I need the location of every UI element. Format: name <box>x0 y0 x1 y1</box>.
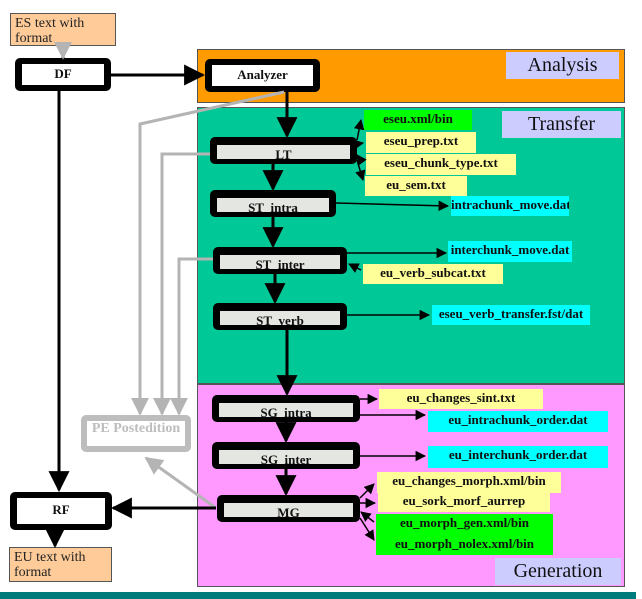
file-eseu-prep: eseu_prep.txt <box>366 132 476 153</box>
st-intra-label: ST_intra <box>217 198 329 212</box>
df-label: DF <box>22 64 104 85</box>
lt-file-link <box>352 139 365 150</box>
postedition-module: PE Postedition <box>81 415 191 452</box>
file-eu-intrachunk-order: eu_intrachunk_order.dat <box>428 411 608 432</box>
footer-bar <box>0 592 636 599</box>
mg-file-link <box>360 511 375 523</box>
rf-label: RF <box>17 498 105 524</box>
mg-label: MG <box>224 503 353 517</box>
mg-module[interactable]: MG <box>217 495 360 522</box>
file-eu-changes-morph: eu_changes_morph.xml/bin <box>377 472 561 493</box>
transfer-label: Transfer <box>502 111 621 138</box>
sg-intra-label: SG_intra <box>219 403 353 417</box>
rf-module[interactable]: RF <box>10 492 112 530</box>
st-intra-file-link <box>335 200 450 211</box>
analyzer-label: Analyzer <box>212 65 313 86</box>
mg-to-pe-line <box>144 456 217 510</box>
sg-inter-module[interactable]: SG_inter <box>212 442 360 469</box>
df-module[interactable]: DF <box>15 58 111 91</box>
file-intrachunk-move: intrachunk_move.dat <box>451 196 569 216</box>
sg-intra-module[interactable]: SG_intra <box>212 395 360 422</box>
file-eseu-chunk-type: eseu_chunk_type.txt <box>366 154 516 175</box>
file-eu-morph-gen: eu_morph_gen.xml/bin <box>376 514 553 535</box>
analyzer-module[interactable]: Analyzer <box>205 59 320 92</box>
file-eu-sem: eu_sem.txt <box>365 176 467 196</box>
mg-file-link <box>359 483 375 499</box>
file-eseu-xml-bin: eseu.xml/bin <box>364 110 472 130</box>
st-verb-label: ST_verb <box>220 311 340 325</box>
lt-module[interactable]: LT <box>210 137 357 164</box>
lt-file-link <box>356 154 367 166</box>
file-eu-sork-morf-aurrep: eu_sork_morf_aurrep <box>378 492 550 512</box>
lt-file-link <box>355 159 366 182</box>
lt-file-link <box>353 118 365 141</box>
mg-file-link <box>359 517 375 541</box>
analysis-label: Analysis <box>506 52 619 79</box>
st-inter-label: ST_inter <box>220 255 340 269</box>
sg-inter-label: SG_inter <box>219 450 353 464</box>
analyzer-to-pe-line <box>131 90 285 416</box>
postedition-feedback-lines <box>131 90 285 510</box>
file-interchunk-move: interchunk_move.dat <box>448 241 572 262</box>
file-eu-verb-subcat: eu_verb_subcat.txt <box>363 264 503 284</box>
lt-label: LT <box>217 145 350 159</box>
st-inter-to-pe-line <box>170 257 213 416</box>
main-flow-lines <box>44 41 298 549</box>
file-eu-changes-sint: eu_changes_sint.txt <box>379 389 543 409</box>
input-text-box: ES text with format <box>10 13 116 46</box>
file-eseu-verb-transfer: eseu_verb_transfer.fst/dat <box>432 305 590 325</box>
generation-label: Generation <box>495 558 621 585</box>
st-verb-module[interactable]: ST_verb <box>213 303 347 330</box>
st-inter-module[interactable]: ST_inter <box>213 247 347 274</box>
file-eu-morph-nolex: eu_morph_nolex.xml/bin <box>376 535 553 555</box>
file-eu-interchunk-order: eu_interchunk_order.dat <box>428 446 608 468</box>
file-link-lines <box>335 118 450 541</box>
lt-to-pe-line <box>153 152 210 416</box>
st-inter-file-link <box>348 263 362 273</box>
st-intra-module[interactable]: ST_intra <box>210 190 336 217</box>
